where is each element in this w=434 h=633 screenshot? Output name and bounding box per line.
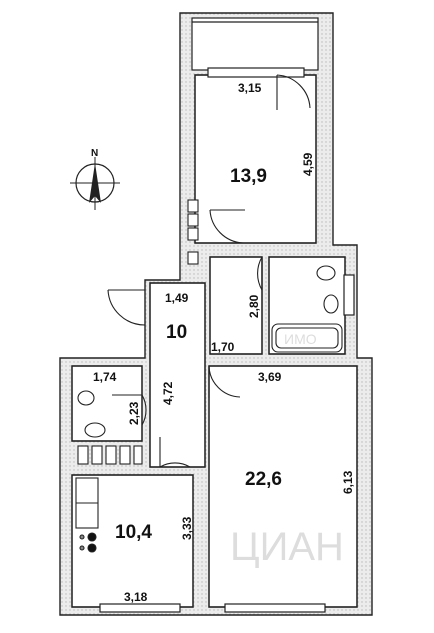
door-balcony: [276, 74, 311, 110]
dim-large-width: 3,69: [258, 370, 282, 384]
door-north-room: [209, 209, 245, 244]
room-area-large: 22,6: [245, 469, 282, 490]
dim-wc-length: 2,23: [127, 401, 141, 425]
dim-large-length: 6,13: [341, 470, 355, 494]
door-kitchen: [159, 437, 191, 468]
dim-hall-width: 1,49: [165, 291, 189, 305]
closets: [77, 199, 199, 465]
window-north: [207, 67, 305, 78]
dim-north-width: 3,15: [238, 81, 262, 95]
room-area-kitchen: 10,4: [115, 522, 152, 543]
door-bath: [257, 256, 263, 291]
wc-sink: [77, 390, 95, 406]
dim-hall-length: 4,72: [161, 381, 175, 405]
door-wc: [112, 394, 147, 426]
dim-bath-width: 1,70: [211, 340, 235, 354]
door-large-room: [208, 365, 241, 398]
window-bath: [343, 274, 355, 316]
window-large: [224, 603, 326, 613]
stove-burner: [79, 534, 85, 540]
windows: [99, 17, 355, 613]
watermark: ИМО: [284, 331, 317, 347]
kitchen-fixtures: [75, 477, 99, 553]
doors: [107, 74, 311, 468]
dim-kitchen-length: 3,33: [180, 516, 194, 540]
stove-burner: [87, 532, 97, 542]
dim-wc-width: 1,74: [93, 370, 117, 384]
stove-burner: [79, 545, 85, 551]
dim-north-length: 4,59: [301, 152, 315, 176]
dim-kitchen-width: 3,18: [124, 590, 148, 604]
watermark: ЦИАН: [230, 525, 344, 569]
compass: N: [70, 148, 120, 210]
wc-toilet: [84, 422, 106, 438]
bath-fixtures: [77, 265, 343, 438]
window-kitchen: [99, 603, 181, 613]
dim-bath-length: 2,80: [247, 294, 261, 318]
compass-needle: [89, 163, 101, 203]
stove-burner: [87, 543, 97, 553]
room-area-hall: 10: [166, 322, 187, 343]
bath-toilet: [323, 294, 339, 314]
compass-north-label: N: [91, 148, 98, 159]
bath-sink: [316, 265, 336, 281]
balcony: [191, 17, 319, 71]
room-area-north: 13,9: [230, 166, 267, 187]
door-entrance: [107, 289, 146, 326]
